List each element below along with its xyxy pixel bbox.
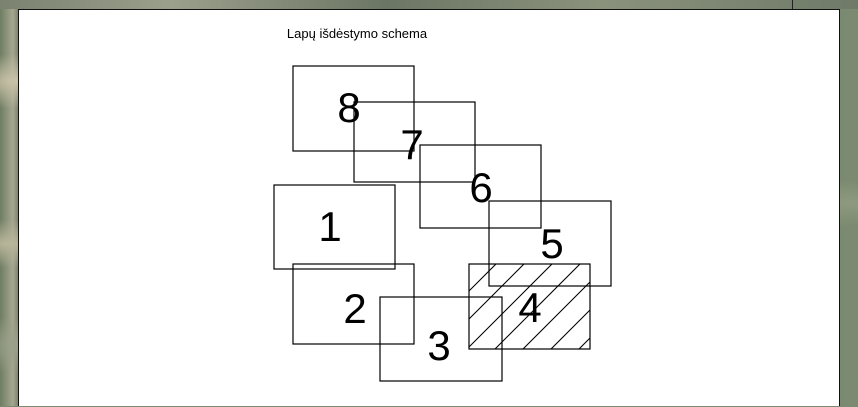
sheet-1-number: 1 [318, 203, 341, 250]
sheet-3-number: 3 [427, 322, 450, 369]
sheet-7-number: 7 [400, 121, 423, 168]
sheet-8-number: 8 [337, 84, 360, 131]
sheet-6-frame [419, 144, 542, 229]
sheet-layout-diagram: 8 7 6 5 1 2 3 4 [273, 65, 612, 382]
sheet-2-frame [292, 263, 415, 345]
sheet-2-number: 2 [343, 285, 366, 332]
sheet-4-frame [468, 263, 591, 350]
frame-divider-line [792, 0, 793, 9]
sheet-4-hatching [469, 264, 590, 349]
sheet-1-frame [273, 184, 396, 270]
sheet-3-frame [379, 296, 503, 382]
sheet-5-number: 5 [540, 220, 563, 267]
map-frame-top-strip [0, 0, 858, 9]
sheet-7-frame [353, 101, 476, 183]
sheet-6-number: 6 [469, 164, 492, 211]
sheet-layout-panel: Lapų išdėstymo schema 8 7 6 5 1 2 [18, 9, 840, 406]
schema-title: Lapų išdėstymo schema [286, 26, 428, 41]
sheet-4-number: 4 [518, 284, 541, 331]
sheet-5-frame [488, 200, 612, 287]
